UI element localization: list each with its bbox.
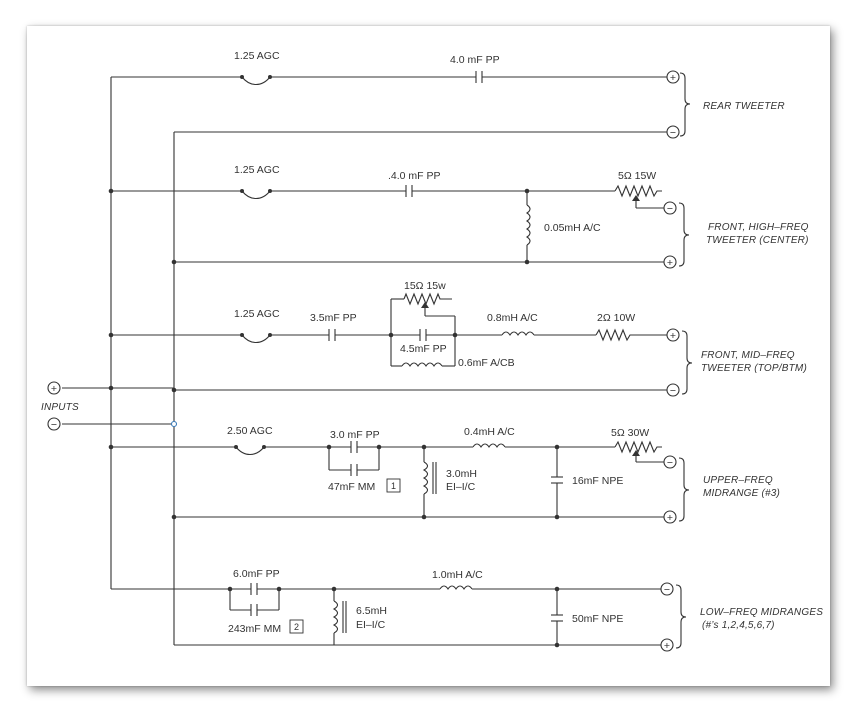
inductor-icon [501,331,535,336]
upper-cap2-label: 47mF MM [328,481,375,493]
low-minus-terminal[interactable] [660,582,674,596]
front-high-label-line2: TWEETER (CENTER) [706,235,809,246]
low-cap3-label: 50mF NPE [572,613,623,625]
rear-cap-label: 4.0 mF PP [450,54,500,66]
plus-sign: + [667,257,673,269]
badge-2-text: 2 [294,622,299,632]
front-high-cap-label: .4.0 mF PP [388,170,441,182]
fuse-icon [235,446,265,456]
rear-plus-terminal[interactable] [666,70,680,84]
minus-sign: − [670,385,676,397]
fuse-icon [241,76,271,86]
input-plus-sign: + [51,383,57,395]
inputs-label: INPUTS [41,402,79,413]
rear-brace-icon [679,72,691,137]
fuse-icon [241,190,271,200]
front-mid-label-line2: TWEETER (TOP/BTM) [701,363,807,374]
front-high-inductor-label: 0.05mH A/C [544,222,601,234]
low-transformer-line1: 6.5mH [356,605,387,617]
input-minus-terminal[interactable] [47,417,61,431]
low-cap2-label: 243mF MM [228,623,281,635]
upper-cap-label: 3.0 mF PP [330,429,380,441]
low-cap-label: 6.0mF PP [233,568,280,580]
branch-front-high-tweeter: − + 1.25 AGC .4.0 mF PP 5Ω 15W 0.05mH A/… [111,164,809,269]
transformer-icon [332,600,339,634]
upper-inductor-label: 0.4mH A/C [464,426,515,438]
resistor-icon [595,328,667,342]
minus-sign: − [670,127,676,139]
upper-transformer-line2: EI–I/C [446,481,476,493]
minus-sign: − [667,457,673,469]
front-mid-label-line1: FRONT, MID–FREQ [701,350,795,361]
front-mid-brace-icon [681,330,693,395]
low-brace-icon [675,584,687,649]
front-mid-cap-label: 3.5mF PP [310,312,357,324]
potentiometer-icon [403,292,452,306]
low-plus-terminal[interactable] [660,638,674,652]
rear-minus-terminal[interactable] [666,125,680,139]
front-high-plus-terminal[interactable] [663,255,677,269]
upper-minus-terminal[interactable] [663,455,677,469]
front-mid-cap3-label: 0.6mF A/CB [458,357,515,369]
upper-resistor-label: 5Ω 30W [611,427,649,439]
input-plus-terminal[interactable] [47,381,61,395]
front-mid-cap2-label: 4.5mF PP [400,343,447,355]
badge-2 [289,619,304,634]
input-junction-node [170,420,178,428]
inductor-icon [472,443,506,448]
front-mid-fuse-label: 1.25 AGC [234,308,280,320]
low-transformer-line2: EI–I/C [356,619,386,631]
transformer-icon [422,461,429,495]
front-high-label-line1: FRONT, HIGH–FREQ [708,222,809,233]
plus-sign: + [670,330,676,342]
low-label-line1: LOW–FREQ MIDRANGES [700,607,823,618]
branch-rear-tweeter: + − 1.25 AGC 4.0 mF PP REAR TWEETER [111,50,785,139]
inductor-icon [439,585,473,590]
resistor-icon [614,440,662,454]
upper-fuse-label: 2.50 AGC [227,425,273,437]
front-mid-inductor-label: 0.8mH A/C [487,312,538,324]
low-label-line2: (#’s 1,2,4,5,6,7) [702,620,775,631]
front-mid-pot-label: 15Ω 15w [404,280,446,292]
junction-dots [108,188,177,520]
schematic-paper [27,26,830,686]
minus-sign: − [667,203,673,215]
upper-label-line1: UPPER–FREQ [703,475,773,486]
front-high-brace-icon [678,202,690,267]
upper-transformer-line1: 3.0mH [446,468,477,480]
branch-upper-midrange: − + 1 2.50 AGC 3.0 mF PP 47mF MM 3.0mH E… [111,425,780,524]
front-high-resistor-label: 5Ω 15W [618,170,656,182]
branch-low-midranges: − + 2 6.0mF PP 243mF MM 6.5mH EI–I/C 1.0… [111,568,823,652]
front-mid-minus-terminal[interactable] [666,383,680,397]
branch-front-mid-tweeter: + − 1.25 AGC 3.5mF PP 15Ω 15w 4.5mF PP 0… [111,280,807,397]
upper-plus-terminal[interactable] [663,510,677,524]
upper-label-line2: MIDRANGE (#3) [703,488,780,499]
inductor-icon [526,204,531,246]
rear-fuse-label: 1.25 AGC [234,50,280,62]
front-high-fuse-label: 1.25 AGC [234,164,280,176]
rear-tweeter-label: REAR TWEETER [703,101,785,112]
badge-1-text: 1 [391,481,396,491]
plus-sign: + [667,512,673,524]
main-buses [62,77,175,645]
plus-sign: + [670,72,676,84]
front-high-minus-terminal[interactable] [663,201,677,215]
plus-sign: + [664,640,670,652]
inputs: + − INPUTS [41,381,178,431]
front-mid-plus-terminal[interactable] [666,328,680,342]
resistor-icon [614,184,662,198]
front-mid-resistor-label: 2Ω 10W [597,312,635,324]
inductor-icon [401,362,443,367]
minus-sign: − [664,584,670,596]
upper-brace-icon [678,457,690,522]
fuse-icon [241,334,271,344]
low-inductor-label: 1.0mH A/C [432,569,483,581]
upper-cap3-label: 16mF NPE [572,475,623,487]
input-minus-sign: − [51,419,57,431]
badge-1 [386,478,401,493]
